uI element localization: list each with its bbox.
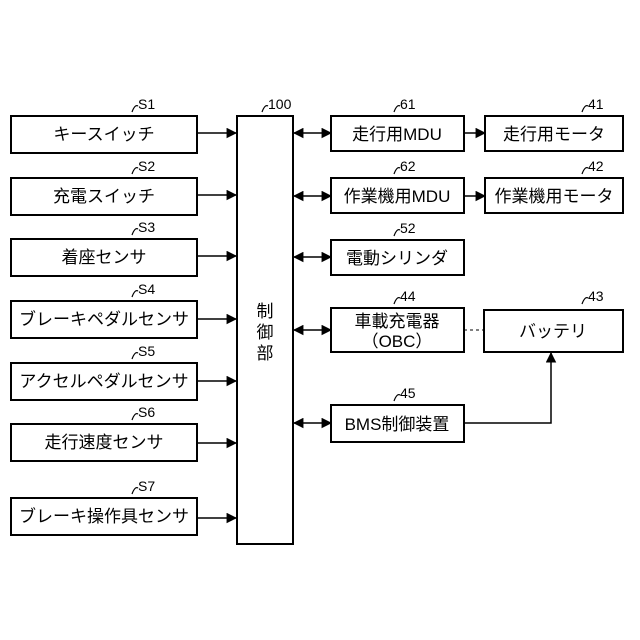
charger-label-1: 車載充電器 [355, 312, 440, 331]
cylinder-label: 電動シリンダ [346, 249, 448, 268]
controller-arrows [294, 133, 331, 423]
sensor-s2-ref: S2 [138, 158, 155, 174]
battery-label: バッテリ [519, 322, 587, 341]
sensor-s3-label: 着座センサ [62, 248, 147, 267]
work-motor-label: 作業機用モータ [495, 187, 614, 206]
drive-mdu-block: 走行用MDU 61 [331, 96, 464, 151]
drive-mdu-label: 走行用MDU [352, 125, 442, 144]
sensor-s5-ref: S5 [138, 343, 155, 359]
sensor-s3: 着座センサ S3 [11, 219, 197, 276]
work-mdu-block: 作業機用MDU 62 [331, 158, 464, 213]
work-mdu-ref: 62 [400, 158, 416, 174]
controller-label-1: 制 [257, 302, 274, 321]
work-mdu-label: 作業機用MDU [344, 187, 451, 206]
battery-block: バッテリ 43 [484, 288, 623, 352]
cylinder-block: 電動シリンダ 52 [331, 220, 464, 275]
sensor-s5: アクセルペダルセンサ S5 [11, 343, 197, 400]
arrow-bms-battery [464, 353, 551, 423]
sensor-s2-label: 充電スイッチ [53, 187, 155, 206]
controller-label-3: 部 [257, 344, 274, 363]
drive-motor-label: 走行用モータ [503, 125, 605, 144]
sensor-s1: キースイッチ S1 [11, 96, 197, 153]
charger-label-2: （OBC） [362, 332, 433, 351]
sensor-arrows [197, 133, 236, 518]
sensor-s6: 走行速度センサ S6 [11, 404, 197, 461]
sensor-s7-label: ブレーキ操作具センサ [19, 506, 189, 526]
controller-ref: 100 [268, 96, 292, 112]
drive-mdu-ref: 61 [400, 96, 416, 112]
bms-ref: 45 [400, 385, 416, 401]
cylinder-ref: 52 [400, 220, 416, 236]
controller-label-2: 御 [257, 323, 274, 342]
sensor-s6-ref: S6 [138, 404, 155, 420]
charger-ref: 44 [400, 288, 416, 304]
sensor-s6-label: 走行速度センサ [45, 433, 164, 452]
sensor-s4-ref: S4 [138, 281, 155, 297]
work-motor-ref: 42 [588, 158, 604, 174]
work-motor-block: 作業機用モータ 42 [485, 158, 623, 213]
sensor-s1-ref: S1 [138, 96, 155, 112]
sensor-s4-label: ブレーキペダルセンサ [19, 309, 189, 329]
drive-motor-block: 走行用モータ 41 [485, 96, 623, 151]
charger-block: 車載充電器 （OBC） 44 [331, 288, 464, 352]
drive-motor-ref: 41 [588, 96, 604, 112]
sensor-s7-ref: S7 [138, 478, 155, 494]
sensor-s2: 充電スイッチ S2 [11, 158, 197, 215]
bms-label: BMS制御装置 [345, 415, 450, 434]
bms-block: BMS制御装置 45 [331, 385, 464, 442]
sensor-s3-ref: S3 [138, 219, 155, 235]
sensor-s4: ブレーキペダルセンサ S4 [11, 281, 197, 338]
controller-block: 制 御 部 100 [237, 96, 293, 544]
sensor-s1-label: キースイッチ [53, 125, 154, 144]
sensor-s5-label: アクセルペダルセンサ [19, 372, 188, 391]
battery-ref: 43 [588, 288, 604, 304]
sensor-s7: ブレーキ操作具センサ S7 [11, 478, 197, 535]
